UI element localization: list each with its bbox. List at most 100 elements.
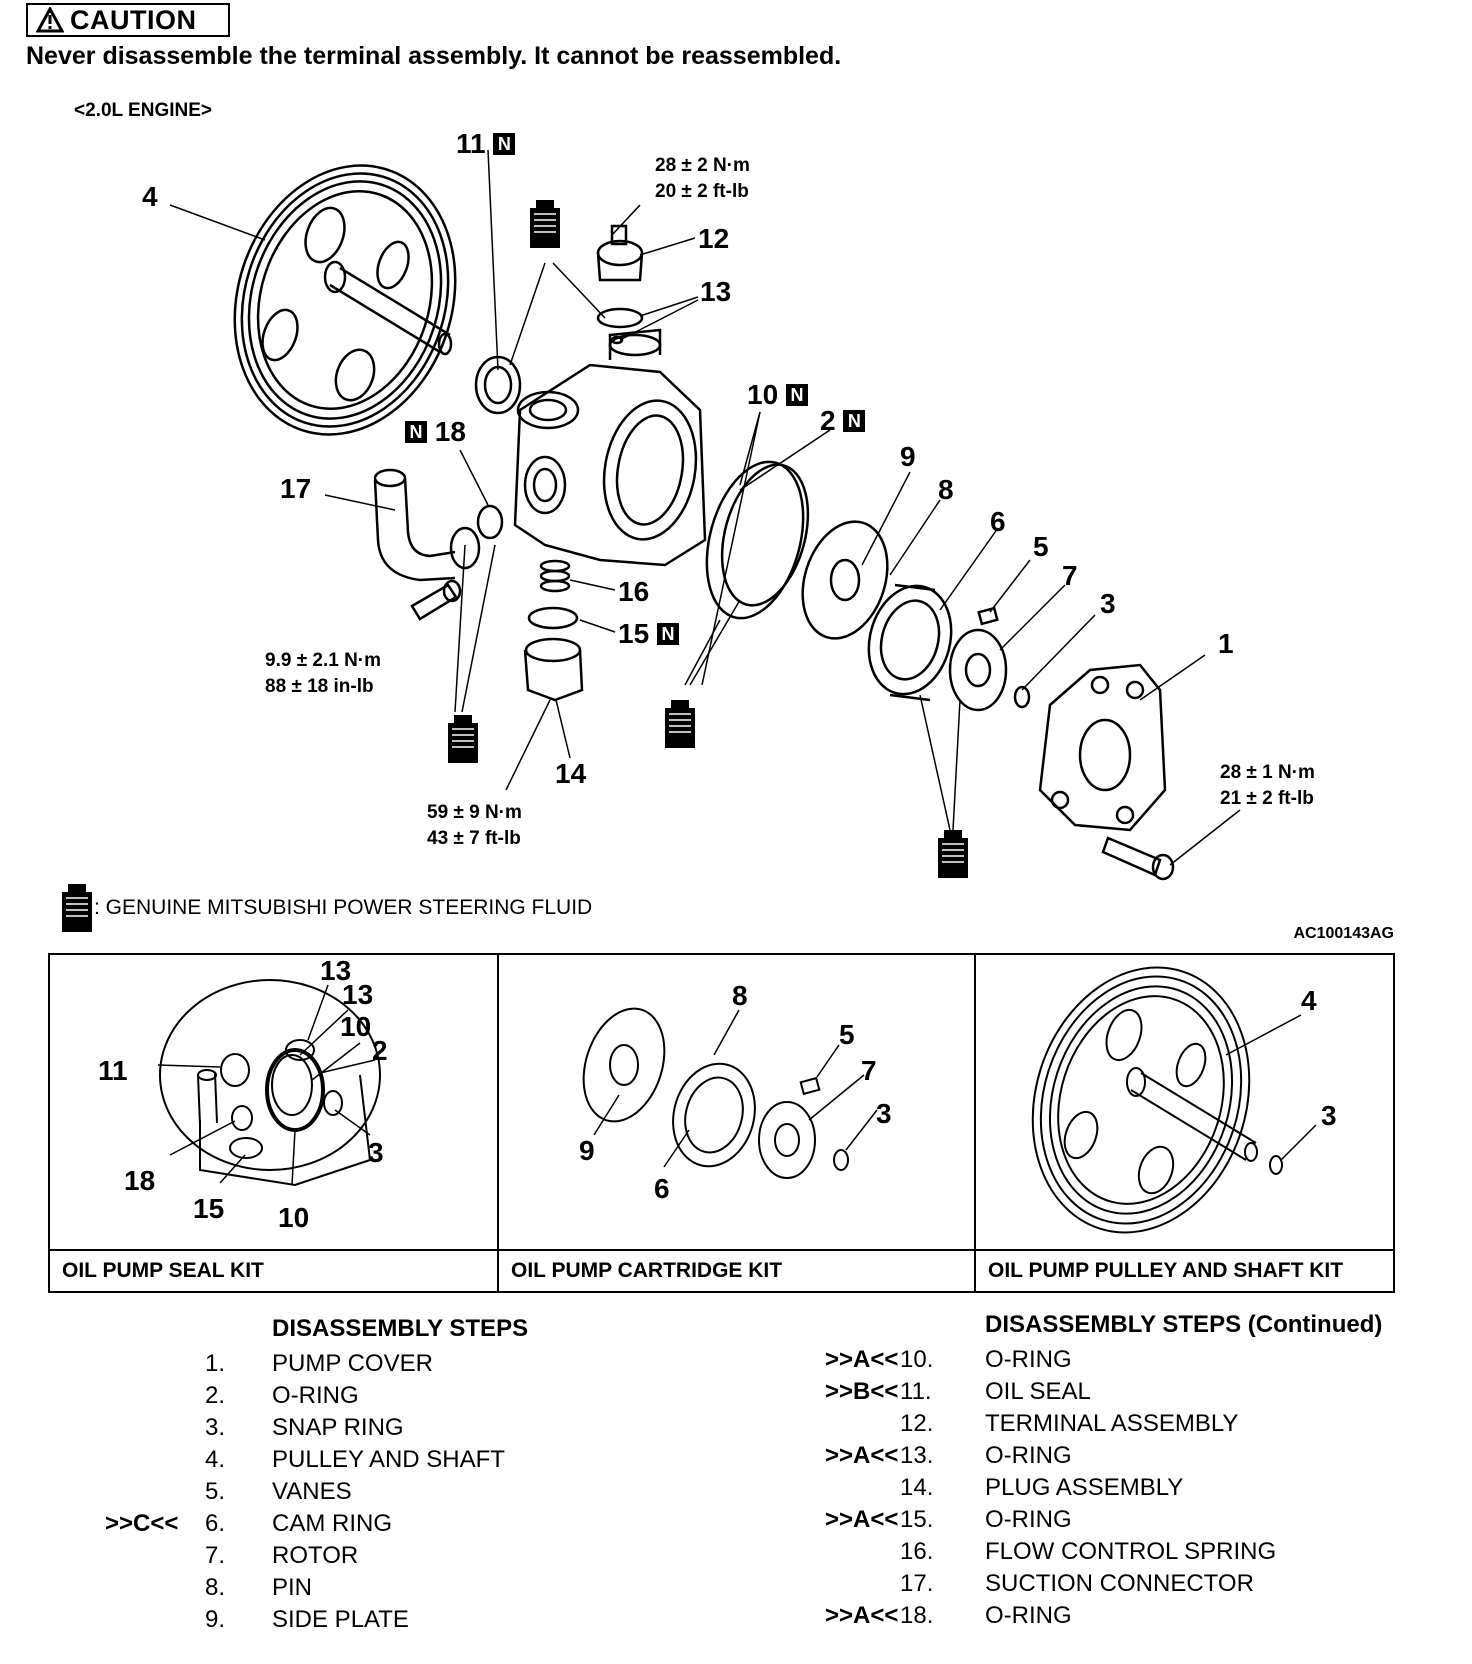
left-step-number: 9. (205, 1606, 226, 1633)
right-step-row: >>A<<15.O-RING (825, 1504, 1382, 1536)
right-step-mark: >>A<< (825, 1602, 899, 1629)
pulley-kit-num-3: 3 (1321, 1100, 1337, 1131)
steps-left-title: DISASSEMBLY STEPS (272, 1315, 529, 1342)
new-part-badge: N (405, 421, 427, 443)
new-part-badge: N (656, 623, 679, 645)
cartridge-kit-num-6: 6 (654, 1173, 670, 1204)
callout-7: 7 (1062, 560, 1078, 591)
callout-16: 16 (618, 576, 650, 607)
left-step-number: 8. (205, 1574, 226, 1601)
pulley-drawing (233, 164, 457, 436)
legend-text: : GENUINE MITSUBISHI POWER STEERING FLUI… (94, 896, 593, 919)
right-step-row: 16.FLOW CONTROL SPRING (900, 1536, 1382, 1568)
torque-plug-metric: 59 ± 9 N·m (427, 802, 522, 823)
callout-14: 14 (555, 758, 587, 789)
seal-kit-num-2: 2 (372, 1035, 388, 1066)
left-step-text: CAM RING (272, 1510, 392, 1537)
left-step-text: O-RING (272, 1382, 359, 1409)
seal-kit-num-10b: 10 (278, 1202, 310, 1233)
cartridge-kit-num-8: 8 (732, 980, 748, 1011)
left-step-number: 5. (205, 1478, 226, 1505)
right-step-text: O-RING (985, 1602, 1072, 1629)
callout-18: N 18 (405, 418, 466, 446)
callout-15-num: 15 (618, 618, 650, 649)
left-step-row: 2. O-RING (205, 1380, 528, 1412)
right-step-number: 18. (900, 1602, 934, 1629)
left-step-text: SIDE PLATE (272, 1606, 409, 1633)
snap-ring-drawing (1013, 685, 1031, 709)
plug-assembly-drawing (523, 637, 584, 702)
torque-terminal-metric: 28 ± 2 N·m (655, 155, 750, 176)
left-step-number: 7. (205, 1542, 226, 1569)
caution-title: CAUTION (70, 4, 197, 35)
pump-body-drawing (513, 328, 707, 567)
right-step-number: 14. (900, 1474, 934, 1501)
right-step-mark: >>A<< (825, 1442, 899, 1469)
torque-terminal-imperial: 20 ± 2 ft-lb (655, 181, 749, 202)
left-step-text: ROTOR (272, 1542, 359, 1569)
right-step-number: 17. (900, 1570, 934, 1597)
torque-suction-bolt-metric: 9.9 ± 2.1 N·m (265, 650, 382, 671)
caution-box: CAUTION (26, 3, 230, 37)
torque-plug-imperial: 43 ± 7 ft-lb (427, 828, 521, 849)
side-plate-drawing (801, 520, 889, 640)
left-step-row: 8.PIN (205, 1572, 528, 1604)
right-step-text: SUCTION CONNECTOR (985, 1570, 1254, 1597)
pump-cover-drawing (1038, 663, 1167, 832)
left-step-row: 5. VANES (205, 1476, 528, 1508)
cartridge-kit-num-9: 9 (579, 1135, 595, 1166)
steps-right: DISASSEMBLY STEPS (Continued) >>A<<10.O-… (825, 1311, 1383, 1632)
seal-kit-drawing (157, 979, 381, 1187)
callout-11-num: 11 (456, 128, 486, 159)
suction-connector-drawing (373, 468, 481, 582)
callout-13: 13 (700, 276, 732, 307)
callout-6: 6 (990, 506, 1006, 537)
figure-id: AC100143AG (1293, 925, 1395, 942)
torque-cover-bolt-imperial: 21 ± 2 ft-lb (1220, 788, 1314, 809)
left-step-row: 9. SIDE PLATE (205, 1604, 528, 1636)
right-step-number: 12. (900, 1410, 934, 1437)
steps-right-title: DISASSEMBLY STEPS (Continued) (985, 1311, 1383, 1338)
left-step-row: 1.PUMP COVER (205, 1348, 528, 1380)
flow-control-spring-drawing (539, 559, 571, 593)
leader-lines (169, 149, 1241, 866)
right-step-row: 17. SUCTION CONNECTOR (900, 1568, 1382, 1600)
callout-2-num: 2 (820, 405, 836, 436)
right-step-row: 14.PLUG ASSEMBLY (900, 1472, 1382, 1504)
kit-label-pulley-shaft: OIL PUMP PULLEY AND SHAFT KIT (976, 1249, 1393, 1291)
right-step-row: >>A<<10.O-RING (825, 1344, 1382, 1376)
torque-suction-bolt: 9.9 ± 2.1 N·m 88 ± 18 in-lb (265, 648, 381, 700)
o-ring-2 (720, 463, 810, 607)
kits-table: 13 13 10 2 11 3 18 15 10 OIL PUMP SEAL K… (48, 953, 1395, 1293)
callout-12: 12 (698, 223, 730, 254)
cover-bolt-drawing (1101, 836, 1175, 881)
right-step-text: O-RING (985, 1506, 1072, 1533)
right-step-mark: >>A<< (825, 1346, 899, 1373)
pulley-kit-drawing (1031, 966, 1317, 1234)
right-step-text: OIL SEAL (985, 1378, 1091, 1405)
right-step-row: 12.TERMINAL ASSEMBLY (900, 1408, 1382, 1440)
o-ring-13b (610, 335, 624, 345)
right-step-row: >>A<<18. O-RING (825, 1600, 1382, 1632)
torque-cover-bolt-metric: 28 ± 1 N·m (1220, 762, 1315, 783)
left-step-row: 3.SNAP RING (205, 1412, 528, 1444)
new-part-badge: N (785, 384, 808, 406)
left-step-number: 2. (205, 1382, 226, 1409)
kit-label-seal: OIL PUMP SEAL KIT (50, 1249, 497, 1291)
cartridge-kit-num-3: 3 (876, 1098, 892, 1129)
left-step-number: 3. (205, 1414, 226, 1441)
new-part-badge: N (843, 410, 866, 432)
torque-cover-bolt: 28 ± 1 N·m 21 ± 2 ft-lb (1220, 760, 1315, 812)
left-step-text: PULLEY AND SHAFT (272, 1446, 505, 1473)
left-step-text: PUMP COVER (272, 1350, 433, 1377)
callout-4: 4 (142, 181, 158, 212)
left-step-text: VANES (272, 1478, 352, 1505)
terminal-assembly-drawing (596, 224, 644, 282)
seal-kit-num-11: 11 (98, 1055, 128, 1086)
kit-label-cartridge: OIL PUMP CARTRIDGE KIT (499, 1249, 974, 1291)
torque-terminal: 28 ± 2 N·m 20 ± 2 ft-lb (655, 153, 750, 205)
left-step-number: 6. (205, 1510, 226, 1537)
cam-ring-drawing (867, 583, 953, 702)
